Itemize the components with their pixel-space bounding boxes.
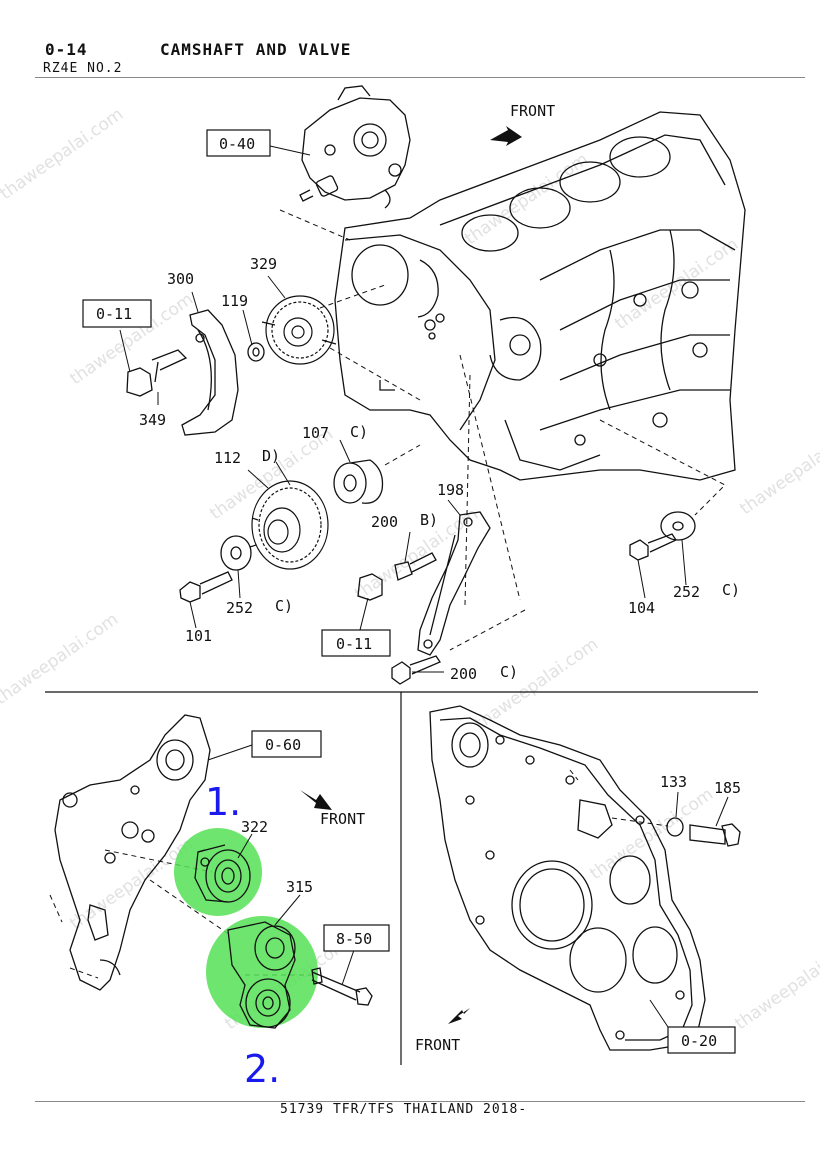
- timing-case-drawing: [429, 705, 706, 1051]
- part-label-322: 322: [241, 818, 268, 836]
- front-label-bl: FRONT: [320, 810, 365, 828]
- part-label-300: 300: [167, 270, 194, 288]
- svg-text:thaweepalai.com: thaweepalai.com: [736, 419, 820, 519]
- part-label-104: 104: [628, 599, 655, 617]
- marker-number-1: 1.: [205, 780, 241, 824]
- callout-lines-top: [119, 145, 687, 673]
- svg-text:0-40: 0-40: [219, 135, 255, 153]
- part-label-112: 112: [214, 449, 241, 467]
- bushing-107: [333, 459, 384, 504]
- ref-box-0-20[interactable]: 0-20: [667, 1026, 736, 1054]
- bracket-drawing: [54, 714, 211, 991]
- stud-200b: [357, 552, 437, 601]
- svg-text:thaweepalai.com: thaweepalai.com: [471, 634, 602, 734]
- svg-text:8-50: 8-50: [336, 930, 372, 948]
- part-letter-200b: B): [420, 511, 438, 529]
- idler-pulley-322: [194, 844, 251, 903]
- front-arrow-top: [490, 126, 522, 146]
- front-label-br: FRONT: [415, 1036, 460, 1054]
- section-code: 0-14: [45, 40, 88, 59]
- ref-box-8-50[interactable]: 8-50: [323, 924, 390, 952]
- bolt-104: [629, 533, 677, 561]
- bolt-200c: [391, 655, 441, 685]
- header-divider: [35, 77, 805, 78]
- front-label-top: FRONT: [510, 102, 555, 120]
- fuel-pump-drawing: [299, 85, 411, 209]
- svg-text:thaweepalai.com: thaweepalai.com: [586, 784, 717, 884]
- tensioner-315: [227, 921, 296, 1029]
- part-label-349: 349: [139, 411, 166, 429]
- highlight-circle-322: [174, 828, 262, 916]
- model-code: RZ4E NO.2: [43, 61, 123, 76]
- callout-lines-bl: [207, 744, 356, 986]
- front-arrow-bl: [300, 790, 332, 810]
- footer-text: 51739 TFR/TFS THAILAND 2018-: [280, 1102, 528, 1117]
- svg-text:thaweepalai.com: thaweepalai.com: [0, 609, 122, 709]
- svg-text:0-60: 0-60: [265, 736, 301, 754]
- svg-text:thaweepalai.com: thaweepalai.com: [461, 149, 592, 249]
- part-label-198: 198: [437, 481, 464, 499]
- part-letter-252-left: C): [275, 597, 293, 615]
- oring-133: [666, 817, 684, 837]
- bolt-8-50: [311, 967, 373, 1006]
- chain-guide-300: [181, 309, 239, 436]
- svg-text:thaweepalai.com: thaweepalai.com: [731, 934, 820, 1034]
- washer-252-left: [220, 535, 252, 571]
- part-label-200c: 200: [450, 665, 477, 683]
- svg-text:thaweepalai.com: thaweepalai.com: [611, 234, 742, 334]
- part-letter-112: D): [262, 447, 280, 465]
- bolt-349: [126, 349, 188, 397]
- part-label-200b: 200: [371, 513, 398, 531]
- ref-box-0-11-upper[interactable]: 0-11: [82, 299, 152, 328]
- part-label-252-right: 252: [673, 583, 700, 601]
- part-label-315: 315: [286, 878, 313, 896]
- front-arrow-br: [448, 1008, 470, 1024]
- ref-box-0-40[interactable]: 0-40: [206, 129, 271, 157]
- engine-block-drawing: [334, 111, 746, 481]
- washer-119: [247, 342, 265, 362]
- part-label-119: 119: [221, 292, 248, 310]
- plate-252-right: [660, 511, 696, 541]
- svg-text:0-20: 0-20: [681, 1032, 717, 1050]
- tensioner-guide-198: [417, 511, 491, 656]
- svg-text:0-11: 0-11: [96, 305, 132, 323]
- leader-lines-top: [279, 209, 726, 651]
- camshaft-gear-329: [261, 295, 337, 365]
- highlight-circle-315: [206, 916, 318, 1028]
- part-letter-107: C): [350, 423, 368, 441]
- part-label-252-left: 252: [226, 599, 253, 617]
- part-letter-200c: C): [500, 663, 518, 681]
- leader-lines-br: [569, 769, 669, 827]
- bolt-185: [689, 823, 741, 847]
- svg-text:thaweepalai.com: thaweepalai.com: [0, 104, 127, 204]
- part-label-107: 107: [302, 424, 329, 442]
- svg-text:0-11: 0-11: [336, 635, 372, 653]
- part-label-185: 185: [714, 779, 741, 797]
- marker-number-2: 2.: [244, 1047, 280, 1091]
- part-label-101: 101: [185, 627, 212, 645]
- callout-lines-br: [649, 791, 729, 1028]
- ref-box-0-11-lower[interactable]: 0-11: [321, 629, 391, 657]
- ref-box-0-60[interactable]: 0-60: [251, 730, 322, 758]
- part-label-133: 133: [660, 773, 687, 791]
- crankshaft-gear-112: [249, 480, 329, 570]
- part-label-329: 329: [250, 255, 277, 273]
- bolt-101: [179, 571, 233, 603]
- section-title: CAMSHAFT AND VALVE: [160, 40, 352, 59]
- part-letter-252-right: C): [722, 581, 740, 599]
- footer-divider: [35, 1101, 805, 1102]
